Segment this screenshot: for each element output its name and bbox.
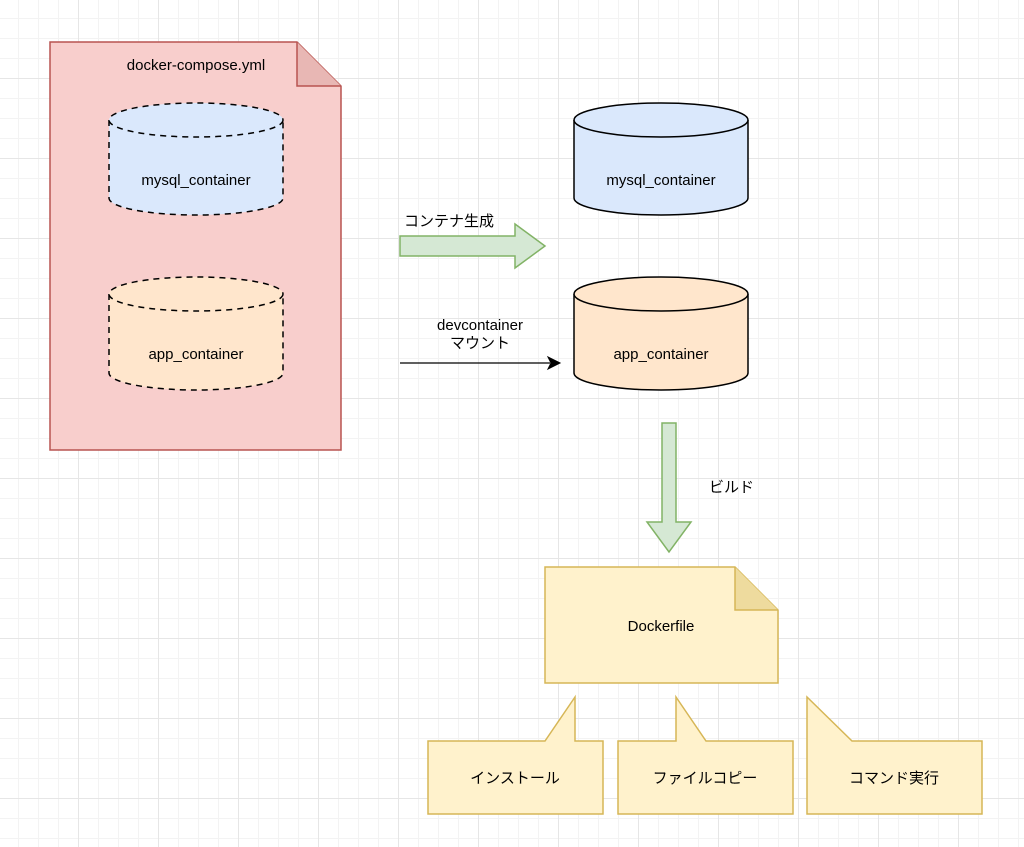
mysql-container-cylinder[interactable]: mysql_container — [573, 102, 749, 216]
callout-install-label: インストール — [470, 770, 560, 787]
app-container-cylinder[interactable]: app_container — [573, 276, 749, 391]
compose-mysql-label: mysql_container — [141, 172, 250, 189]
build-label: ビルド — [709, 479, 754, 496]
dockerfile-label: Dockerfile — [628, 618, 695, 635]
create-containers-arrow[interactable] — [399, 222, 547, 270]
compose-app-label: app_container — [148, 346, 243, 363]
callout-run-command-label: コマンド実行 — [849, 770, 939, 787]
app-container-label: app_container — [613, 346, 708, 363]
dockerfile-note[interactable]: Dockerfile — [544, 566, 779, 684]
compose-mysql-cylinder[interactable]: mysql_container — [108, 102, 284, 216]
arrowhead-icon — [546, 355, 562, 371]
build-arrow[interactable] — [645, 422, 693, 554]
compose-app-cylinder[interactable]: app_container — [108, 276, 284, 391]
compose-file-title: docker-compose.yml — [127, 57, 265, 74]
create-containers-label: コンテナ生成 — [404, 213, 494, 230]
callout-file-copy-label: ファイルコピー — [653, 770, 758, 787]
note-fold-icon — [296, 42, 341, 87]
mount-arrow[interactable] — [400, 355, 562, 371]
callout-install[interactable]: インストール — [427, 694, 604, 815]
callout-run-command[interactable]: コマンド実行 — [806, 695, 983, 815]
mysql-container-label: mysql_container — [606, 172, 715, 189]
note-fold-icon — [734, 567, 778, 611]
mount-label-line2: マウント — [450, 335, 510, 352]
mount-label-line1: devcontainer — [437, 317, 523, 334]
callout-file-copy[interactable]: ファイルコピー — [617, 694, 794, 815]
